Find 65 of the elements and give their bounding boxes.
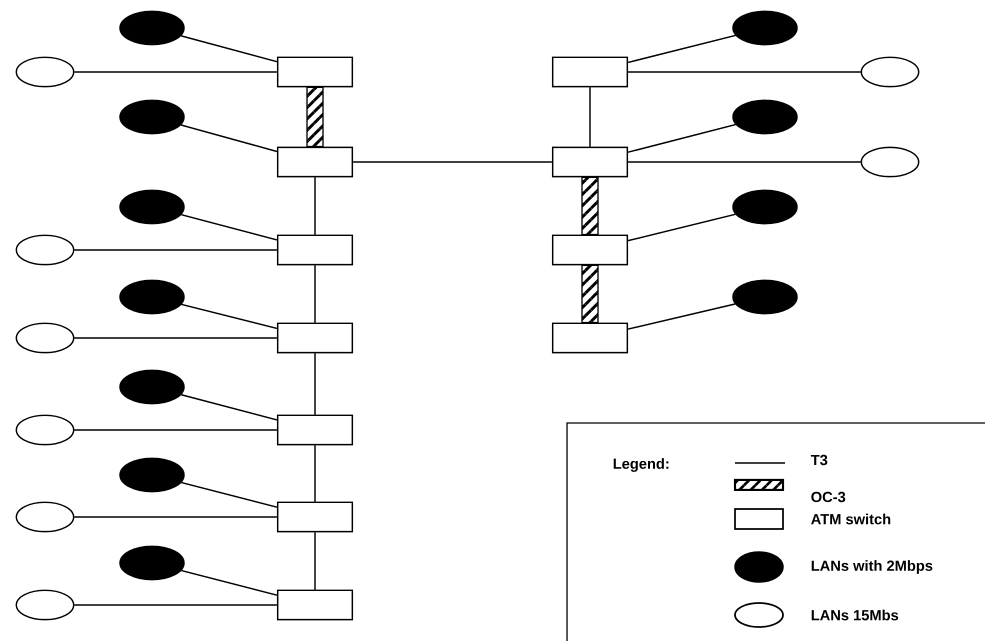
link-line	[314, 265, 316, 323]
link-line	[181, 214, 278, 241]
link-line	[314, 177, 316, 235]
switch-box	[552, 234, 628, 266]
switch-box	[276, 146, 354, 178]
filled-lan-ellipse	[119, 190, 185, 224]
switch-box	[276, 590, 354, 620]
switch-box	[552, 322, 628, 354]
lan-ellipse	[16, 414, 74, 446]
lan-ellipse	[16, 56, 74, 88]
link-line	[628, 34, 736, 64]
link-line	[74, 71, 277, 73]
switch-box	[276, 414, 354, 446]
link-line	[181, 35, 278, 62]
filled-lan-ellipse	[119, 546, 185, 580]
link-line	[181, 570, 278, 596]
link-line	[74, 429, 277, 431]
switch-box	[552, 146, 628, 178]
switch-box	[552, 56, 628, 88]
filled-lan-ellipse	[119, 280, 185, 314]
link-line	[628, 71, 861, 73]
link-line	[181, 394, 278, 421]
filled-lan-ellipse	[732, 280, 798, 314]
lan-ellipse	[16, 322, 74, 354]
legend-text: LANs with 2Mbps	[812, 560, 932, 574]
link-line	[314, 532, 316, 590]
hatched-link	[581, 264, 599, 324]
link-line	[314, 353, 316, 415]
legend-title: Legend:	[614, 458, 668, 472]
link-line	[353, 161, 552, 163]
filled-lan-ellipse	[119, 370, 185, 404]
legend-text: ATM switch	[811, 514, 890, 524]
link-line	[314, 445, 316, 502]
lan-ellipse	[16, 234, 74, 266]
lan-ellipse	[16, 502, 74, 532]
hatched-link	[306, 86, 324, 148]
legend-text: T3	[810, 454, 828, 466]
legend-text: LANs 15Mbs	[812, 610, 898, 620]
lan-ellipse	[860, 56, 920, 88]
link-line	[74, 337, 277, 339]
link-line	[628, 161, 861, 163]
filled-lan-ellipse	[119, 10, 185, 46]
link-line	[628, 214, 736, 242]
switch-box	[276, 322, 354, 354]
lan-ellipse	[16, 590, 74, 620]
link-line	[180, 124, 278, 152]
filled-lan-ellipse	[732, 100, 798, 134]
hatched-link	[581, 176, 599, 236]
link-line	[181, 304, 278, 330]
filled-lan-ellipse	[119, 458, 185, 492]
link-line	[74, 249, 277, 251]
filled-lan-ellipse	[119, 100, 185, 134]
filled-lan-ellipse	[732, 10, 798, 46]
link-line	[74, 604, 277, 606]
link-line	[589, 87, 591, 147]
link-line	[181, 482, 278, 508]
lan-ellipse	[860, 146, 920, 178]
filled-lan-ellipse	[732, 190, 798, 224]
switch-box	[276, 234, 354, 266]
link-line	[628, 124, 736, 153]
link-line	[74, 516, 277, 518]
switch-box	[276, 56, 354, 88]
legend-text: OC-3	[811, 492, 846, 502]
switch-box	[276, 502, 354, 532]
link-line	[628, 303, 736, 330]
